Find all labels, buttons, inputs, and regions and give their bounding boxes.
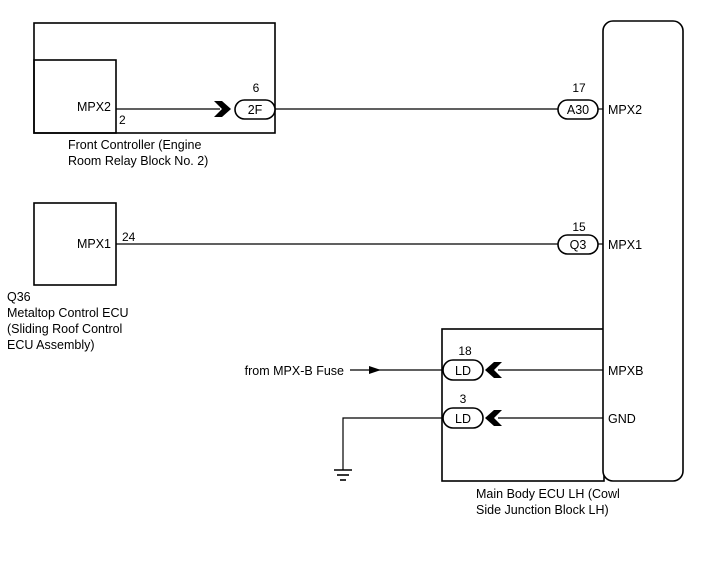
front-controller-terminal-label: MPX2 (77, 100, 111, 114)
arrow-into-ld-mpxb (485, 362, 502, 378)
connector-a30-body (557, 99, 599, 120)
main-body-ecu-terminal-mpx1: MPX1 (608, 238, 642, 252)
wires (116, 108, 603, 470)
connector-ld-gnd-body (442, 407, 484, 429)
connector-2f: 2F 6 (234, 81, 276, 120)
metaltop-ecu-pin-number: 24 (122, 230, 136, 244)
front-controller: MPX2 2 Front Controller (Engine Room Rel… (33, 22, 276, 168)
connector-ld-mpxb-body (442, 359, 484, 381)
metaltop-ecu-caption-line1: Q36 (7, 290, 31, 304)
connector-ld-mpxb-pin: 18 (458, 344, 472, 358)
front-controller-caption-line1: Front Controller (Engine (68, 138, 201, 152)
connector-q3-pin: 15 (572, 220, 586, 234)
main-body-ecu-caption-line2: Side Junction Block LH) (476, 503, 609, 517)
connector-ld-gnd-name: LD (455, 412, 471, 426)
connector-ld-gnd-pin: 3 (460, 392, 467, 406)
connector-q3: Q3 15 (557, 220, 599, 255)
main-body-ecu: MPX2 MPX1 MPXB GND Main Body ECU LH (Cow… (441, 20, 684, 517)
connector-2f-name: 2F (248, 103, 263, 117)
connector-2f-body (234, 99, 276, 120)
metaltop-control-ecu: MPX1 24 Q36 Metaltop Control ECU (Slidin… (7, 202, 136, 352)
front-controller-inner-box (33, 59, 117, 134)
main-body-ecu-terminal-gnd: GND (608, 412, 636, 426)
wire-gnd-outer (342, 417, 442, 470)
connector-ld-mpxb-name: LD (455, 364, 471, 378)
connector-ld-mpxb: LD 18 (442, 344, 484, 381)
connector-a30-pin: 17 (572, 81, 586, 95)
metaltop-ecu-caption-line4: ECU Assembly) (7, 338, 95, 352)
connector-2f-pin: 6 (253, 81, 260, 95)
main-body-ecu-terminal-mpx2: MPX2 (608, 103, 642, 117)
metaltop-ecu-caption-line2: Metaltop Control ECU (7, 306, 129, 320)
connector-ld-gnd: LD 3 (442, 392, 484, 429)
fuse-source-label: from MPX-B Fuse (245, 364, 344, 378)
metaltop-ecu-terminal-label: MPX1 (77, 237, 111, 251)
connector-q3-body (557, 234, 599, 255)
arrow-fuse-icon (369, 366, 381, 374)
connector-a30: A30 17 (557, 81, 599, 120)
connector-q3-name: Q3 (570, 238, 587, 252)
arrow-into-ld-gnd (485, 410, 502, 426)
ground-icon (334, 469, 352, 481)
front-controller-caption-line2: Room Relay Block No. 2) (68, 154, 208, 168)
metaltop-ecu-caption-line3: (Sliding Roof Control (7, 322, 122, 336)
main-body-ecu-caption-line1: Main Body ECU LH (Cowl (476, 487, 620, 501)
main-body-ecu-terminal-mpxb: MPXB (608, 364, 643, 378)
front-controller-pin-number: 2 (119, 113, 126, 127)
arrows (214, 101, 502, 426)
connector-a30-name: A30 (567, 103, 589, 117)
main-body-ecu-box (602, 20, 684, 482)
arrow-into-2f (214, 101, 231, 117)
